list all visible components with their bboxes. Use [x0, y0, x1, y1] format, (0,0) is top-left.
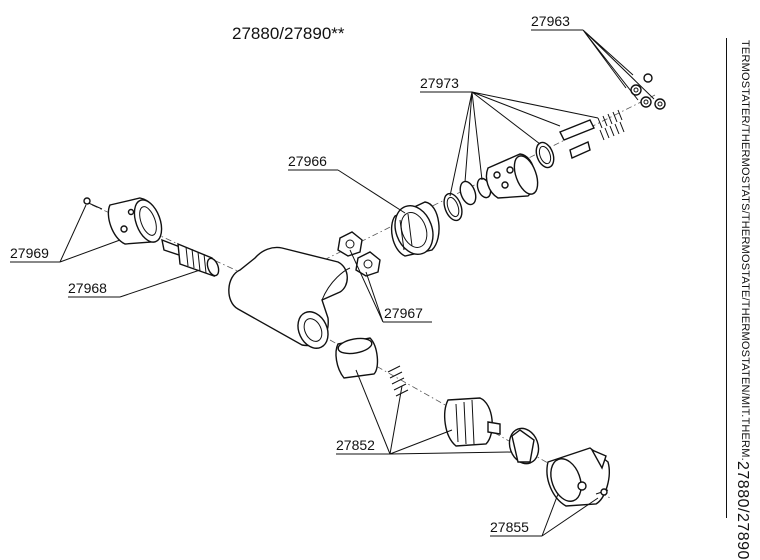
side-description: TERMOSTATER/THERMOSTATS/THERMOSTATE/THER… [739, 40, 751, 461]
part-label-27969: 27969 [10, 245, 49, 261]
part-label-27967: 27967 [384, 305, 423, 321]
side-caption: TERMOSTATER/THERMOSTATS/THERMOSTATE/THER… [731, 40, 751, 560]
screw-set-drawing [630, 73, 666, 110]
part-label-27963: 27963 [531, 13, 570, 29]
cartridge-drawing [335, 337, 540, 465]
valve-set-drawing [443, 109, 625, 222]
part-label-27855: 27855 [490, 519, 529, 535]
diagram-title: 27880/27890** [232, 24, 345, 43]
connector-drawing [337, 231, 381, 277]
side-divider [726, 38, 727, 518]
spindle-drawing [161, 238, 220, 278]
part-label-27968: 27968 [68, 280, 107, 296]
part-label-27852: 27852 [336, 437, 375, 453]
part-label-27973: 27973 [420, 75, 459, 91]
leader-lines [10, 29, 655, 537]
side-model-number: 27880/27890 [734, 460, 751, 560]
cap-drawing [83, 197, 163, 245]
mixer-body-drawing [228, 246, 351, 349]
union-nut-drawing [390, 201, 440, 257]
part-label-27966: 27966 [288, 153, 327, 169]
handle-drawing [546, 447, 610, 507]
